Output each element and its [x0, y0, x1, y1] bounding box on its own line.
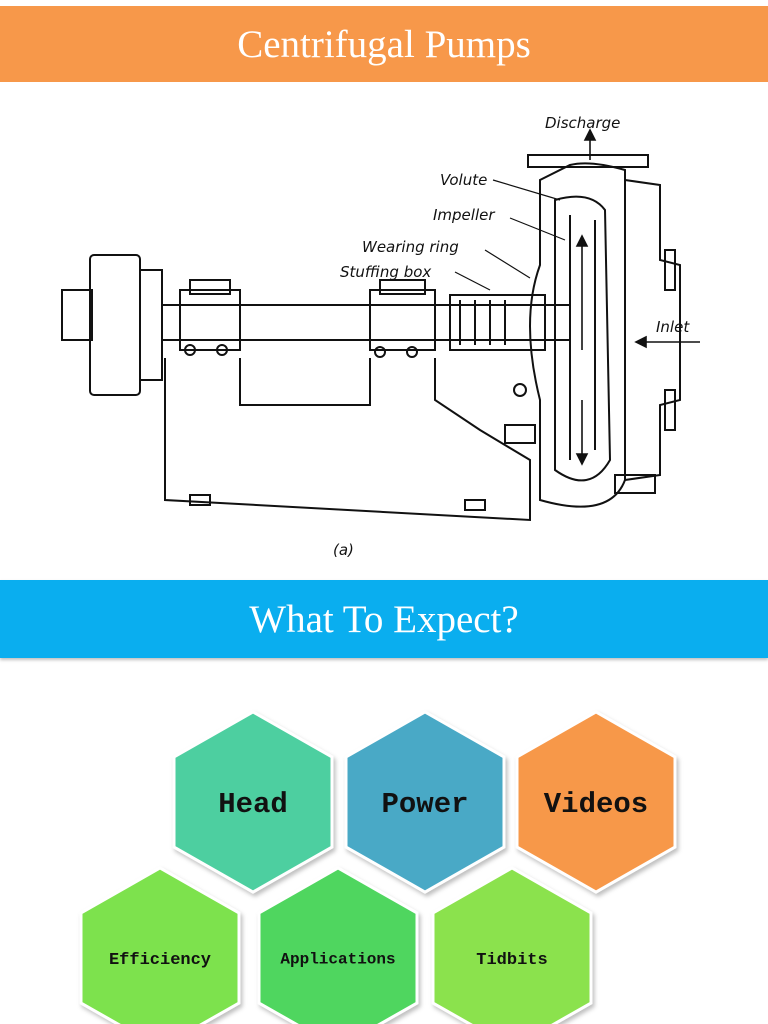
topic-label-videos: Videos [544, 788, 648, 821]
label-inlet: Inlet [656, 318, 690, 336]
hexagon-head [172, 710, 334, 894]
label-stuffing-box: Stuffing box [340, 263, 431, 281]
label-wearing-ring: Wearing ring [362, 238, 459, 256]
topic-label-efficiency: Efficiency [109, 951, 211, 970]
label-impeller: Impeller [433, 206, 495, 224]
section-title: What To Expect? [249, 597, 519, 641]
label-volute: Volute [440, 171, 487, 189]
base-frame [164, 358, 531, 522]
volute-casing [529, 162, 626, 508]
coupling-flange [61, 289, 93, 341]
topic-label-power: Power [381, 788, 468, 821]
impeller [569, 215, 596, 460]
topic-label-head: Head [218, 788, 288, 821]
bearing-right [369, 289, 436, 351]
centrifugal-pump-diagram: Discharge Volute Impeller Wearing ring S… [61, 114, 700, 559]
bearing-left [179, 289, 241, 351]
section-banner: What To Expect? [0, 580, 768, 658]
coupling-disc [89, 254, 141, 396]
topic-label-tidbits: Tidbits [476, 951, 547, 970]
stuffing-box [449, 294, 546, 351]
hexagon-tidbits [431, 866, 593, 1024]
header-banner: Centrifugal Pumps [0, 6, 768, 82]
hexagon-applications [257, 866, 419, 1024]
hexagon-videos [515, 710, 677, 894]
topic-label-applications: Applications [280, 951, 395, 969]
diagram-caption: (a) [333, 541, 354, 559]
page-title: Centrifugal Pumps [237, 22, 531, 66]
hexagon-power [344, 710, 506, 894]
discharge-flange [527, 154, 649, 168]
label-discharge: Discharge [545, 114, 620, 132]
hexagon-efficiency [79, 866, 241, 1024]
